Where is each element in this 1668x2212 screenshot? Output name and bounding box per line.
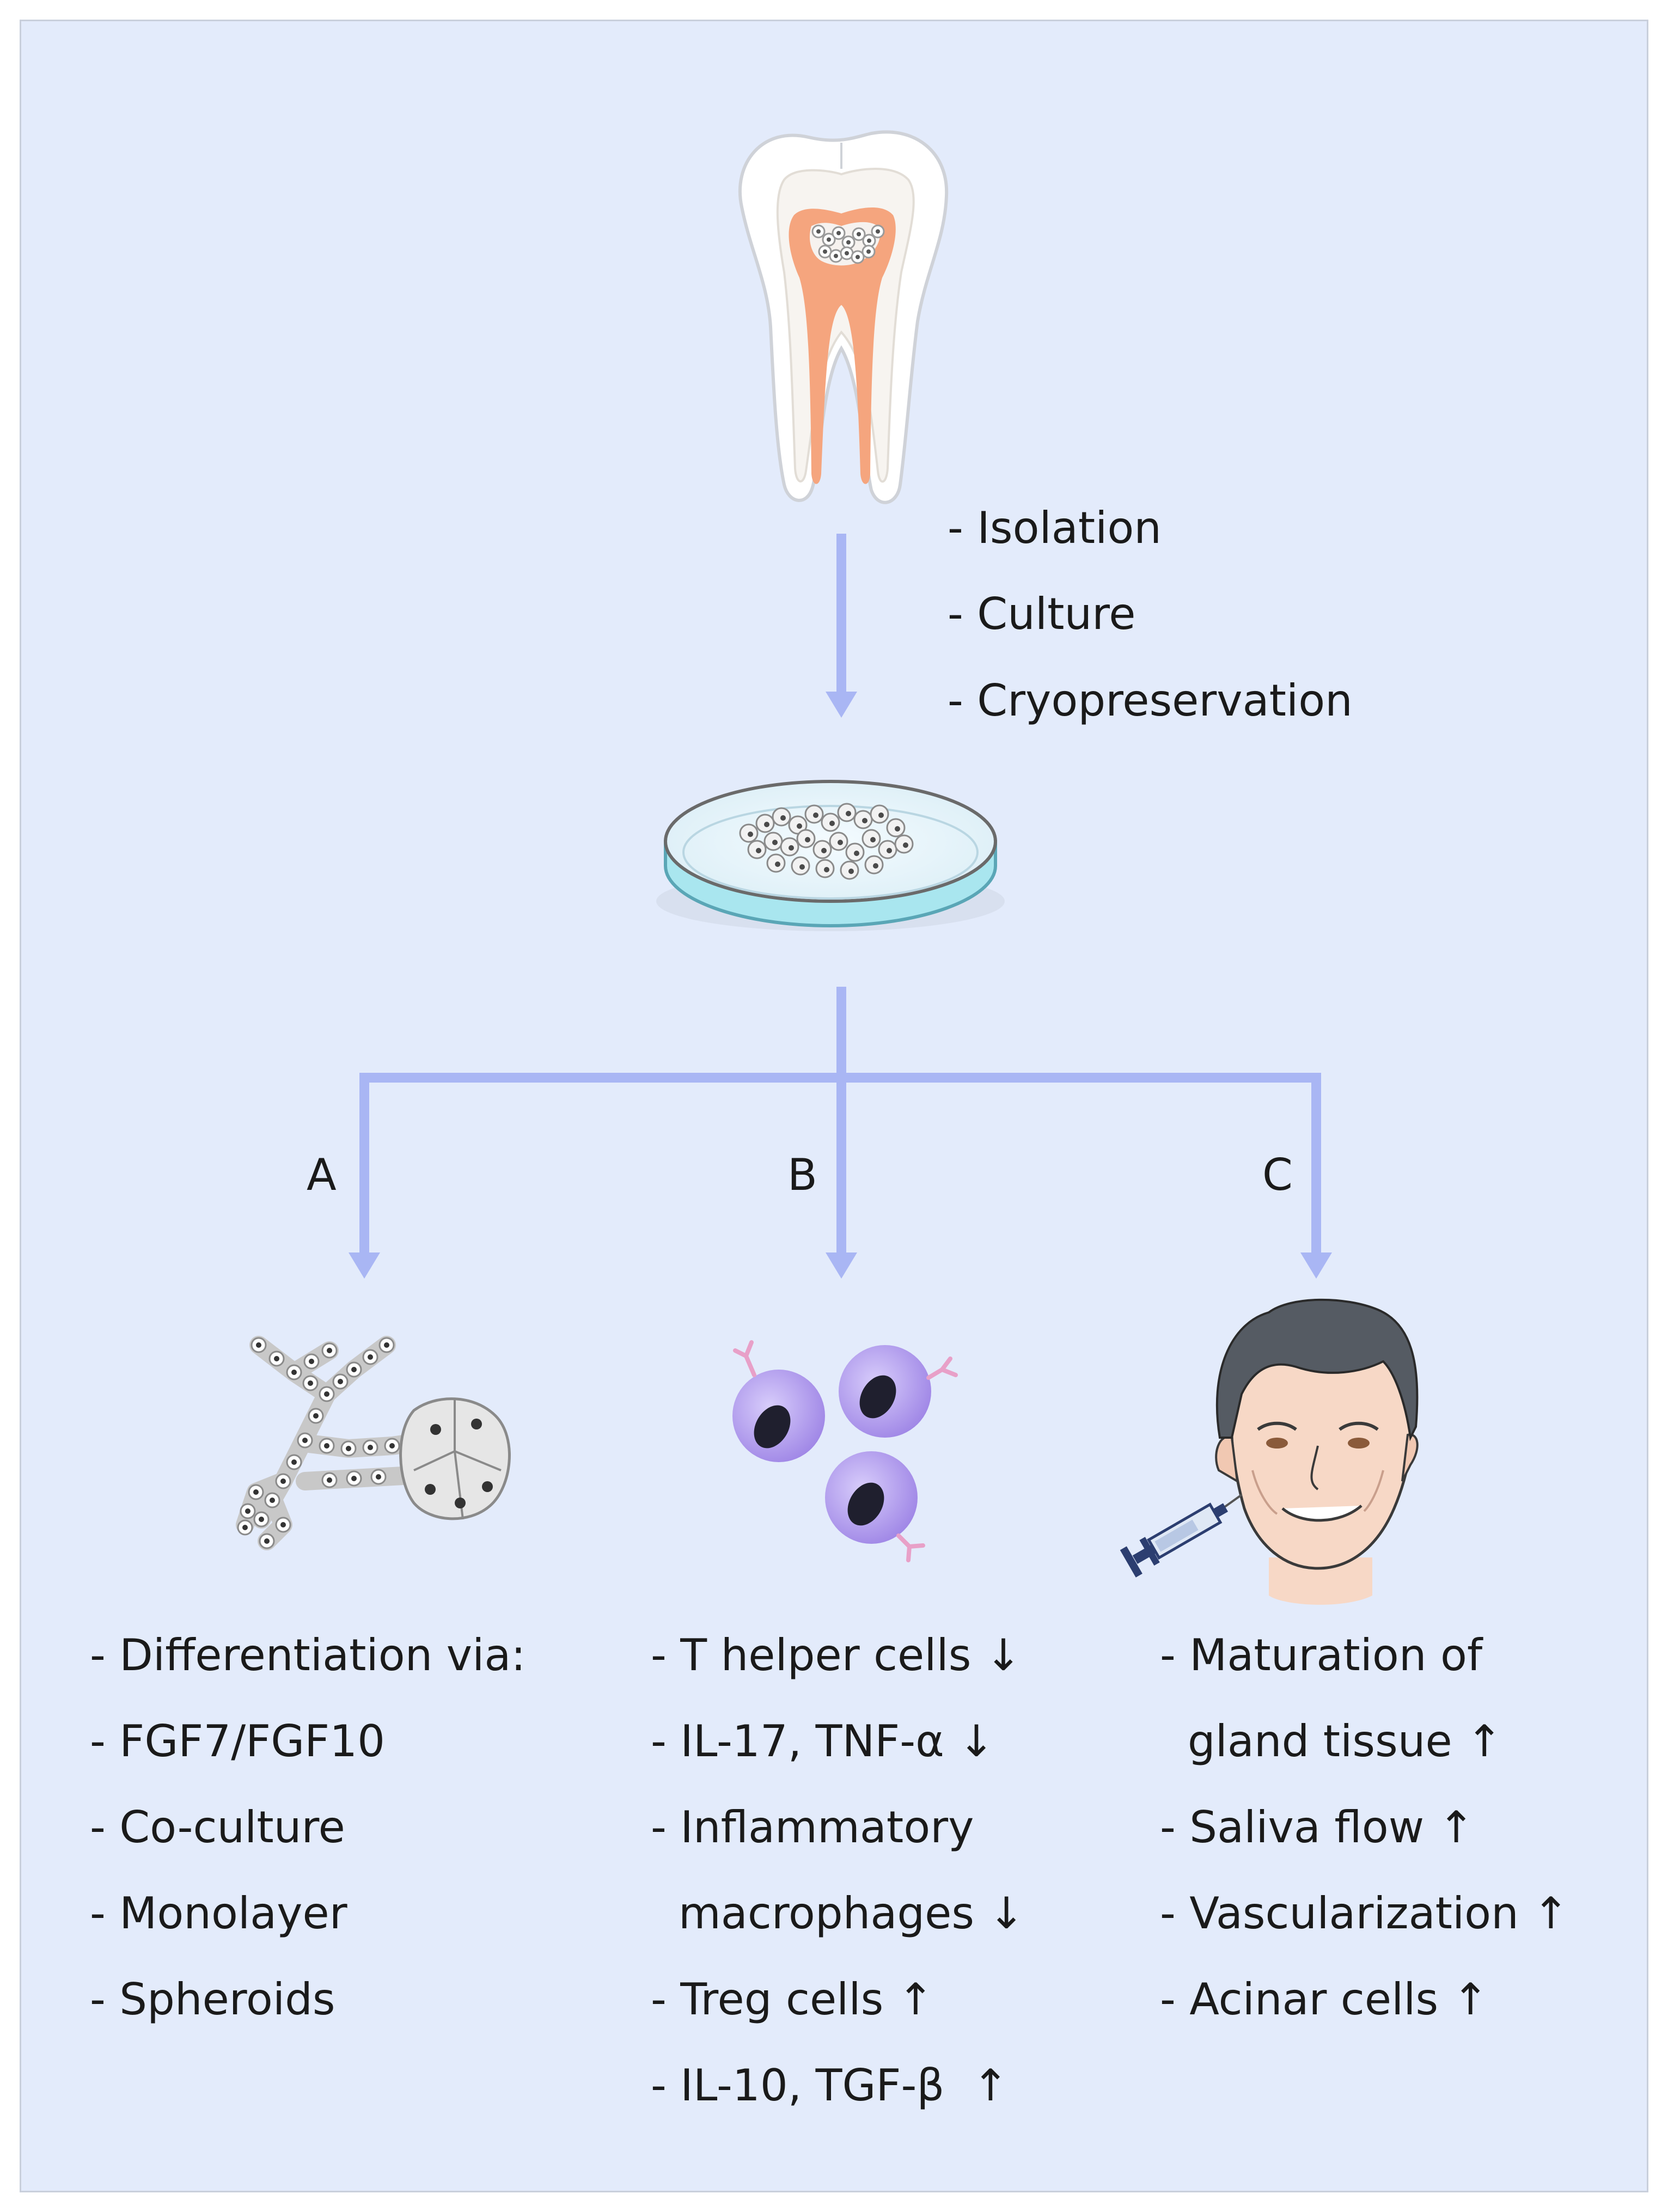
branch-a-line: - FGF7/FGF10: [90, 1716, 385, 1767]
step-cryopreservation: - Cryopreservation: [948, 675, 1353, 726]
branch-label-a: A: [307, 1150, 337, 1200]
step-culture: - Culture: [948, 589, 1136, 639]
step-isolation: - Isolation: [948, 503, 1162, 553]
branch-label-b: B: [787, 1150, 817, 1200]
flow-arrows: [349, 534, 1332, 1279]
syringe-icon: [1120, 1494, 1243, 1578]
branch-b-line: - T helper cells ↓: [651, 1630, 1022, 1681]
immune-cell: [825, 1451, 925, 1562]
immune-cell: [839, 1345, 958, 1438]
patient-face-icon: [1215, 1298, 1419, 1605]
branch-b-line: - Treg cells ↑: [651, 1974, 934, 2025]
branch-a-line: - Differentiation via:: [90, 1630, 526, 1681]
branch-c-line: gland tissue ↑: [1160, 1716, 1503, 1767]
immune-cell: [732, 1340, 825, 1462]
branch-b-line: - IL-10, TGF-β ↑: [651, 2060, 1009, 2111]
immune-cells-icon: [732, 1340, 958, 1562]
petri-dish-icon: [656, 780, 1005, 931]
figure-panel: [20, 20, 1648, 2192]
branch-b-line: macrophages ↓: [651, 1888, 1025, 1939]
branch-b-line: - IL-17, TNF-α ↓: [651, 1716, 995, 1767]
tooth-icon: [738, 130, 949, 504]
branch-b-line: - Inflammatory: [651, 1802, 974, 1853]
acinus: [399, 1397, 511, 1520]
branch-label-c: C: [1262, 1150, 1293, 1200]
branch-c-line: - Vascularization ↑: [1160, 1888, 1569, 1939]
salivary-gland-icon: [236, 1336, 511, 1550]
branch-c-line: - Acinar cells ↑: [1160, 1974, 1489, 2025]
branch-a-line: - Co-culture: [90, 1802, 345, 1853]
branch-c-line: - Saliva flow ↑: [1160, 1802, 1475, 1853]
branch-a-line: - Monolayer: [90, 1888, 347, 1939]
branch-a-line: - Spheroids: [90, 1974, 335, 2025]
branch-c-line: - Maturation of: [1160, 1630, 1483, 1681]
